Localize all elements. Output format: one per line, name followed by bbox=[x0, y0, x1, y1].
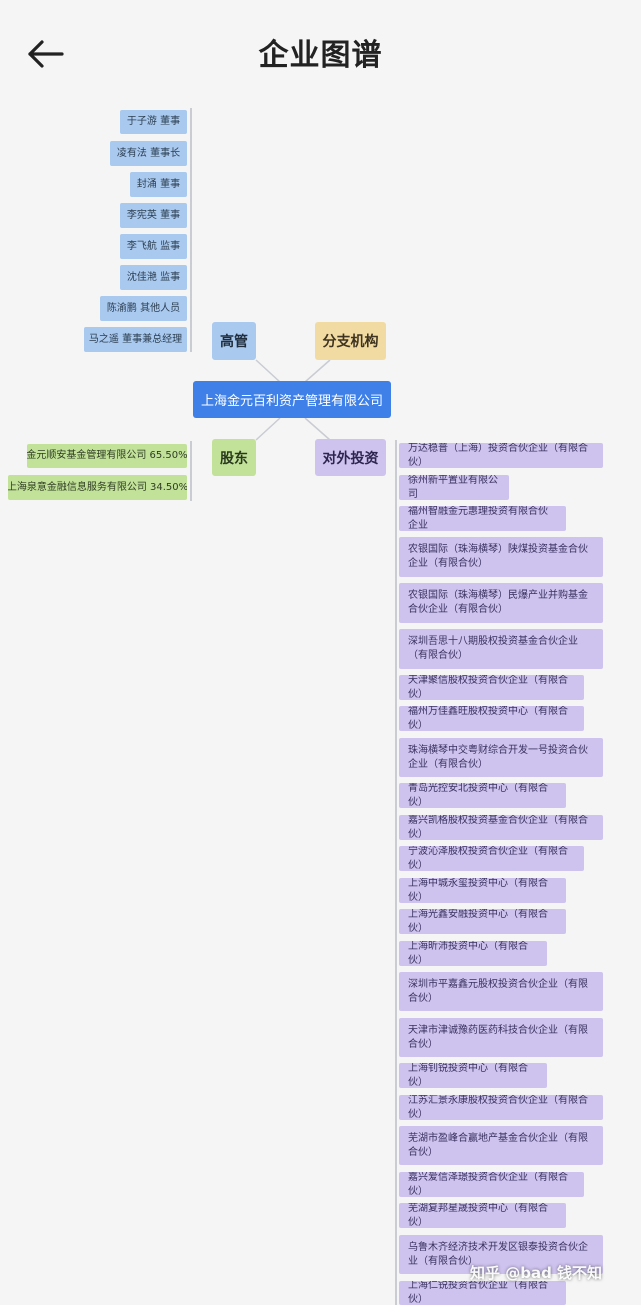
investment-item[interactable]: 万达稳普（上海）投资合伙企业（有限合伙） bbox=[399, 443, 603, 468]
investment-item[interactable]: 芜湖市盈峰合赢地产基金合伙企业（有限合伙） bbox=[399, 1126, 603, 1165]
category-executives-node[interactable]: 高管 bbox=[212, 322, 256, 360]
investment-item[interactable]: 江苏汇景永康股权投资合伙企业（有限合伙） bbox=[399, 1095, 603, 1120]
investment-item[interactable]: 福州万佳鑫旺股权投资中心（有限合伙） bbox=[399, 706, 584, 731]
investment-item[interactable]: 嘉兴凯格股权投资基金合伙企业（有限合伙） bbox=[399, 815, 603, 840]
executive-item[interactable]: 李宪英 董事 bbox=[120, 203, 187, 228]
investment-item[interactable]: 农银国际（珠海横琴）民爆产业并购基金合伙企业（有限合伙） bbox=[399, 583, 603, 623]
investment-item[interactable]: 福州智融金元惠理投资有限合伙企业 bbox=[399, 506, 566, 531]
shareholder-item[interactable]: 上海泉意金融信息服务有限公司 34.50% bbox=[8, 475, 187, 500]
header-bar: 企业图谱 bbox=[0, 0, 641, 108]
executive-item[interactable]: 封涌 董事 bbox=[130, 172, 187, 197]
category-shareholders-node[interactable]: 股东 bbox=[212, 439, 256, 476]
investment-item[interactable]: 青岛光控安北投资中心（有限合伙） bbox=[399, 783, 566, 808]
shareholder-item[interactable]: 金元顺安基金管理有限公司 65.50% bbox=[27, 444, 187, 468]
investment-item[interactable]: 芜湖复邦星晟投资中心（有限合伙） bbox=[399, 1203, 566, 1228]
executive-item[interactable]: 马之遥 董事兼总经理 bbox=[84, 327, 187, 352]
investment-item[interactable]: 宁波沁泽股权投资合伙企业（有限合伙） bbox=[399, 846, 584, 871]
company-center-node[interactable]: 上海金元百利资产管理有限公司 bbox=[193, 381, 391, 418]
investment-item[interactable]: 上海光鑫安融投资中心（有限合伙） bbox=[399, 909, 566, 934]
executive-item[interactable]: 于子游 董事 bbox=[120, 110, 187, 134]
investment-item[interactable]: 深圳吾思十八期股权投资基金合伙企业（有限合伙） bbox=[399, 629, 603, 669]
investment-item[interactable]: 深圳市平嘉鑫元股权投资合伙企业（有限合伙） bbox=[399, 972, 603, 1011]
connector-line bbox=[304, 417, 331, 441]
connector-line bbox=[255, 417, 281, 441]
connector-line bbox=[304, 359, 331, 383]
investment-item[interactable]: 珠海横琴中交粤财综合开发一号投资合伙企业（有限合伙） bbox=[399, 738, 603, 777]
executive-item[interactable]: 陈渝鹏 其他人员 bbox=[100, 296, 187, 321]
category-branches-node[interactable]: 分支机构 bbox=[315, 322, 386, 360]
watermark-text: 知乎 @bad 钱不知 bbox=[470, 1264, 603, 1282]
executive-item[interactable]: 李飞航 监事 bbox=[120, 234, 187, 259]
investment-item[interactable]: 农银国际（珠海横琴）陕煤投资基金合伙企业（有限合伙） bbox=[399, 537, 603, 577]
page-title: 企业图谱 bbox=[258, 38, 383, 73]
investment-item[interactable]: 天津聚信股权投资合伙企业（有限合伙） bbox=[399, 675, 584, 700]
investment-item[interactable]: 上海仁锐投资合伙企业（有限合伙） bbox=[399, 1281, 566, 1305]
back-arrow-icon[interactable] bbox=[24, 36, 68, 72]
investment-item[interactable]: 嘉兴爱信泽璟投资合伙企业（有限合伙） bbox=[399, 1172, 584, 1197]
connector-line bbox=[255, 359, 281, 383]
executive-item[interactable]: 凌有法 董事长 bbox=[110, 141, 187, 166]
investment-item[interactable]: 徐州新平置业有限公司 bbox=[399, 475, 509, 500]
investment-item[interactable]: 乌鲁木齐经济技术开发区银泰投资合伙企业（有限合伙） bbox=[399, 1235, 603, 1274]
category-investments-node[interactable]: 对外投资 bbox=[315, 439, 386, 476]
investment-item[interactable]: 上海钊锐投资中心（有限合伙） bbox=[399, 1063, 547, 1088]
investment-item[interactable]: 上海中城永玺投资中心（有限合伙） bbox=[399, 878, 566, 903]
investment-item[interactable]: 天津市津诚豫药医药科技合伙企业（有限合伙） bbox=[399, 1018, 603, 1057]
executive-item[interactable]: 沈佳滟 监事 bbox=[120, 265, 187, 290]
investment-item[interactable]: 上海昕沛投资中心（有限合伙） bbox=[399, 941, 547, 966]
